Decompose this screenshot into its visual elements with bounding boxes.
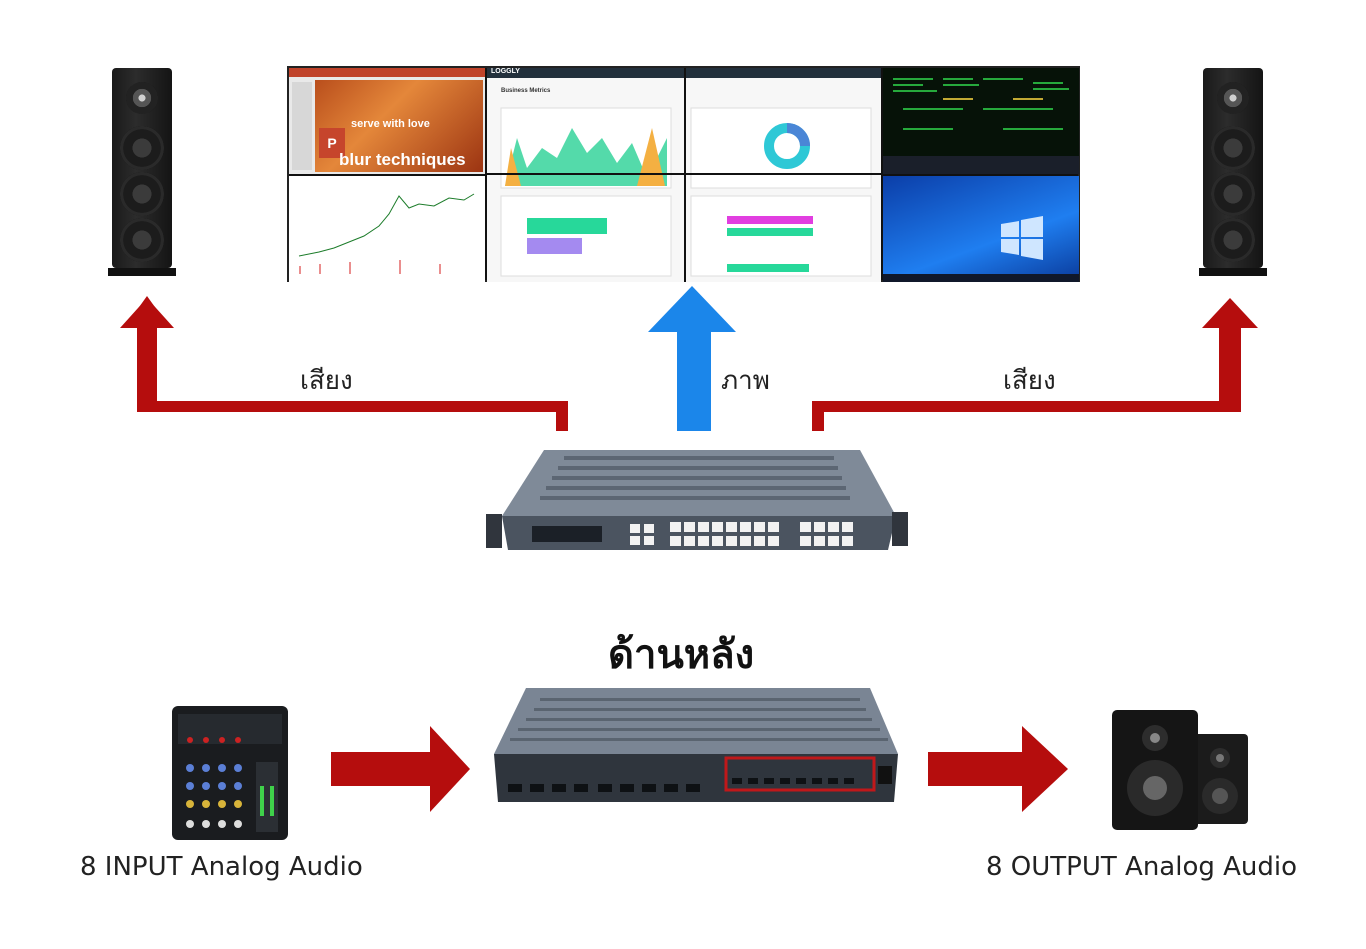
stock-chart-panel bbox=[289, 176, 485, 282]
dashboard-panel: LOGGLY Business Metrics bbox=[487, 68, 881, 282]
matrix-switcher-rear bbox=[494, 688, 898, 802]
audio-mixer-icon bbox=[172, 706, 288, 840]
matrix-switcher-front bbox=[486, 450, 908, 550]
audio-arrow-left bbox=[120, 296, 568, 431]
woofer-icon bbox=[1211, 126, 1255, 170]
audio-arrow-right bbox=[812, 298, 1258, 431]
dashboard-title: Business Metrics bbox=[501, 88, 551, 94]
dashboard-brand: LOGGLY bbox=[491, 68, 520, 75]
trading-terminal-panel bbox=[883, 68, 1079, 174]
video-label: ภาพ bbox=[721, 366, 770, 396]
woofer-icon bbox=[120, 126, 164, 170]
bookshelf-speakers-icon bbox=[1112, 710, 1248, 830]
tweeter-icon bbox=[126, 82, 158, 114]
slide-line1: serve with love bbox=[351, 118, 430, 130]
rear-title: ด้านหลัง bbox=[608, 632, 755, 678]
right-tower-speaker-icon bbox=[1199, 68, 1267, 276]
powerpoint-icon: P bbox=[319, 128, 345, 158]
audio-ports-highlight bbox=[724, 756, 876, 792]
input-arrow bbox=[331, 726, 470, 812]
speaker-base bbox=[108, 268, 176, 276]
video-arrow bbox=[648, 286, 736, 431]
tweeter-icon bbox=[1217, 82, 1249, 114]
output-arrow bbox=[928, 726, 1068, 812]
input-caption: 8 INPUT Analog Audio bbox=[80, 852, 363, 882]
dashboard-graphics bbox=[487, 68, 881, 282]
windows-logo-icon bbox=[883, 216, 1079, 282]
stock-chart-graphic bbox=[298, 193, 475, 274]
output-caption: 8 OUTPUT Analog Audio bbox=[986, 852, 1298, 882]
audio-label-left: เสียง bbox=[300, 366, 353, 396]
speaker-base bbox=[1199, 268, 1267, 276]
left-tower-speaker-icon bbox=[108, 68, 176, 276]
video-wall-display: P serve with love blur techniques LOGGLY… bbox=[287, 66, 1080, 282]
ribbon-bar bbox=[289, 68, 485, 77]
woofer-icon bbox=[1211, 172, 1255, 216]
slide-panel: P serve with love blur techniques bbox=[289, 68, 485, 174]
thumbnail-strip bbox=[292, 82, 312, 170]
slide-line2: blur techniques bbox=[339, 150, 466, 169]
windows-desktop-panel bbox=[883, 176, 1079, 282]
woofer-icon bbox=[120, 218, 164, 262]
terminal-graphic bbox=[883, 78, 1079, 174]
audio-label-right: เสียง bbox=[1003, 366, 1056, 396]
woofer-icon bbox=[1211, 218, 1255, 262]
woofer-icon bbox=[120, 172, 164, 216]
